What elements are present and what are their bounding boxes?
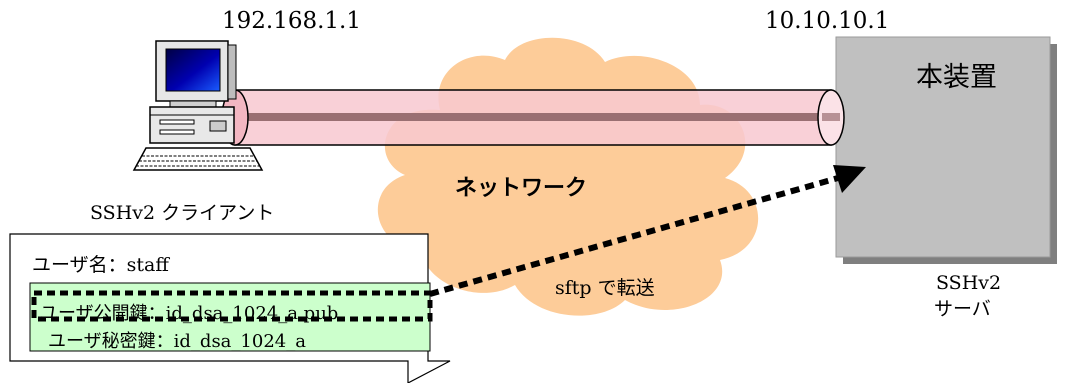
client-name-label: SSHv2 クライアント <box>90 202 275 224</box>
ssh-tunnel <box>221 89 845 146</box>
server-device-name: 本装置 <box>916 62 997 93</box>
client-ip-label: 192.168.1.1 <box>222 8 361 34</box>
desktop-pc-icon <box>132 40 264 171</box>
private-key-label: ユーザ秘密鍵：id_dsa_1024_a <box>48 331 306 352</box>
network-label: ネットワーク <box>455 176 588 201</box>
server-label-line1: SSHv2 <box>936 272 1002 294</box>
server-label-line2: サーバ <box>934 298 991 320</box>
transfer-label: sftp で転送 <box>555 277 655 299</box>
public-key-label: ユーザ公開鍵：id_dsa_1024_a.pub <box>40 303 339 324</box>
username-label: ユーザ名：staff <box>32 254 169 276</box>
public-key-highlight <box>31 290 433 322</box>
transfer-arrow <box>429 165 866 297</box>
server-ip-label: 10.10.10.1 <box>765 8 890 34</box>
server-device <box>835 36 1057 264</box>
